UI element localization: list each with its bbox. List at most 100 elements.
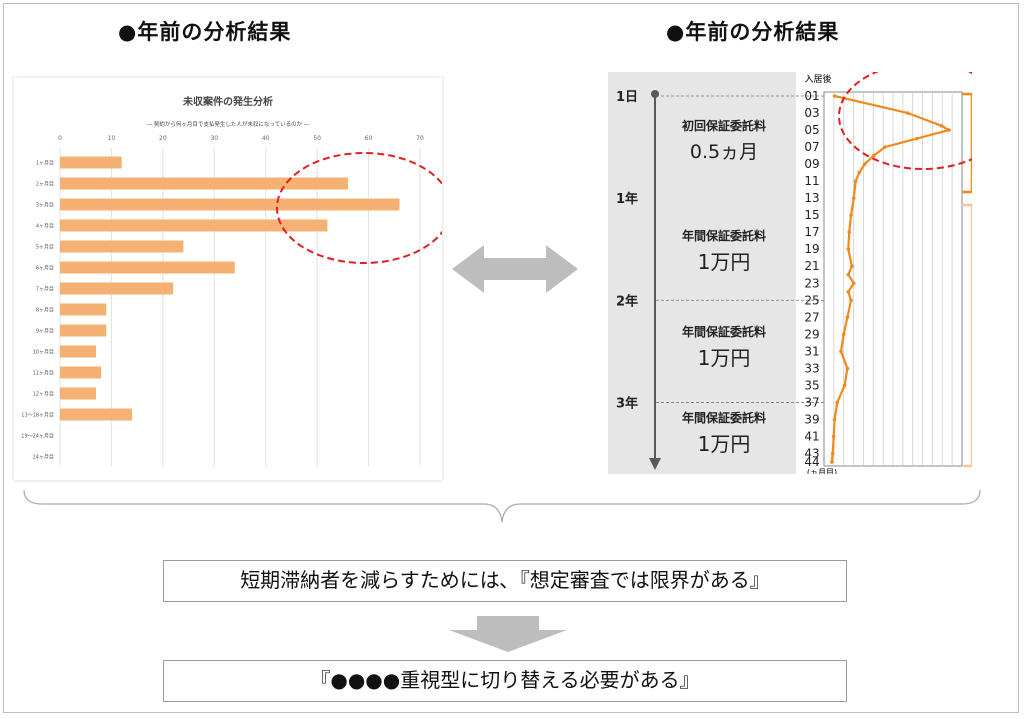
category-label: 2ヶ月目 bbox=[36, 182, 54, 188]
y-tick-label: 44 bbox=[804, 455, 819, 469]
data-point bbox=[841, 332, 846, 337]
x-tick-label: 60 bbox=[365, 135, 373, 142]
data-point bbox=[830, 451, 835, 456]
y-tick-label: 11 bbox=[804, 174, 819, 188]
fee-amount: 1万円 bbox=[698, 346, 751, 370]
data-point bbox=[849, 213, 853, 217]
right-heading: ●年前の分析結果 bbox=[666, 20, 840, 44]
y-tick-label: 41 bbox=[804, 429, 819, 443]
y-tick-label: 03 bbox=[804, 106, 819, 120]
data-point bbox=[849, 298, 853, 303]
data-point bbox=[947, 128, 951, 132]
y-tick-label: 37 bbox=[804, 395, 819, 409]
fee-amount: 1万円 bbox=[698, 250, 751, 274]
y-tick-label: 01 bbox=[804, 89, 819, 103]
bar bbox=[60, 345, 96, 358]
y-header: 入居後 bbox=[804, 73, 831, 85]
x-tick-label: 30 bbox=[210, 135, 218, 142]
timeline-label: 1日 bbox=[616, 90, 638, 105]
data-point bbox=[839, 349, 843, 354]
bracket-short-term bbox=[962, 92, 972, 194]
bar bbox=[60, 303, 107, 316]
y-tick-label: 31 bbox=[804, 344, 819, 358]
data-point bbox=[842, 383, 847, 388]
y-tick-label: 39 bbox=[804, 412, 819, 426]
y-tick-label: 05 bbox=[804, 123, 819, 137]
y-tick-label: 25 bbox=[804, 293, 819, 307]
data-point bbox=[846, 272, 851, 277]
bar bbox=[60, 219, 328, 232]
data-point bbox=[939, 123, 944, 128]
data-point bbox=[835, 400, 840, 405]
data-point bbox=[905, 111, 910, 115]
fee-amount: 1万円 bbox=[698, 432, 751, 456]
category-label: 9ヶ月目 bbox=[36, 329, 54, 335]
y-tick-label: 21 bbox=[804, 259, 819, 273]
category-label: 10ヶ月目 bbox=[33, 350, 54, 356]
timeline-label: 2年 bbox=[616, 293, 638, 309]
fee-name: 初回保証委託料 bbox=[682, 118, 766, 133]
data-point bbox=[832, 417, 837, 422]
fee-name: 年間保証委託料 bbox=[682, 410, 766, 425]
category-label: 8ヶ月目 bbox=[36, 308, 54, 314]
data-point bbox=[847, 230, 851, 234]
figure-frame bbox=[3, 3, 1019, 713]
bar-chart-subtitle: ― 契約から何ヶ月目で支払発生した人が未収になっているのか ― bbox=[147, 120, 310, 128]
bar bbox=[60, 156, 122, 169]
y-tick-label: 33 bbox=[804, 361, 819, 375]
y-tick-label: 07 bbox=[804, 140, 819, 154]
category-label: 24ヶ月目 bbox=[33, 455, 54, 461]
data-point bbox=[915, 136, 919, 141]
y-unit-label: (ヵ月目) bbox=[807, 468, 837, 474]
bar bbox=[60, 282, 174, 295]
category-label: 7ヶ月目 bbox=[36, 287, 54, 293]
double-arrow-icon bbox=[452, 245, 578, 293]
data-point bbox=[851, 281, 856, 286]
x-tick-label: 70 bbox=[416, 135, 424, 142]
timeline-arrow-icon bbox=[649, 458, 661, 470]
fee-name: 年間保証委託料 bbox=[682, 324, 766, 339]
fee-amount: 0.5ヵ月 bbox=[690, 141, 758, 163]
data-point bbox=[845, 366, 850, 371]
bar-chart-panel: 未収案件の発生分析 ― 契約から何ヶ月目で支払発生した人が未収になっているのか … bbox=[14, 78, 452, 480]
data-point bbox=[862, 162, 867, 166]
data-point bbox=[846, 247, 851, 252]
x-tick-label: 20 bbox=[159, 135, 167, 142]
category-label: 6ヶ月目 bbox=[36, 266, 54, 272]
x-tick-label: 10 bbox=[108, 135, 116, 142]
y-tick-label: 13 bbox=[804, 191, 819, 205]
result-box: 『●●●●重視型に切り替える必要がある』 bbox=[163, 660, 847, 702]
data-point bbox=[851, 196, 856, 200]
y-tick-label: 09 bbox=[804, 157, 819, 171]
y-tick-label: 27 bbox=[804, 310, 819, 324]
bar bbox=[60, 240, 184, 253]
bar bbox=[60, 408, 132, 421]
category-label: 12ヶ月目 bbox=[33, 392, 54, 398]
data-point bbox=[883, 145, 887, 149]
bracket-long-term bbox=[962, 203, 972, 468]
category-label: 19〜24ヶ月目 bbox=[21, 434, 54, 440]
timeline-label: 1年 bbox=[616, 191, 638, 207]
data-point bbox=[832, 94, 837, 98]
y-tick-label: 43 bbox=[804, 446, 819, 460]
x-tick-label: 50 bbox=[313, 135, 321, 142]
data-point bbox=[872, 153, 876, 158]
category-label: 3ヶ月目 bbox=[36, 203, 54, 209]
timeline-start-dot bbox=[651, 90, 659, 98]
bar bbox=[60, 198, 400, 211]
fee-name: 年間保証委託料 bbox=[682, 228, 766, 243]
x-tick-label: 0 bbox=[58, 135, 62, 142]
left-heading: ●年前の分析結果 bbox=[118, 20, 292, 44]
bar-chart: 未収案件の発生分析 ― 契約から何ヶ月目で支払発生した人が未収になっているのか … bbox=[21, 95, 452, 467]
y-tick-label: 35 bbox=[804, 378, 819, 392]
data-point bbox=[850, 264, 854, 269]
data-point bbox=[857, 170, 862, 175]
category-label: 11ヶ月目 bbox=[33, 371, 54, 377]
timeline-label: 3年 bbox=[616, 395, 638, 411]
bar bbox=[60, 177, 348, 190]
data-point bbox=[831, 434, 836, 439]
x-tick-label: 40 bbox=[262, 135, 270, 142]
y-tick-label: 15 bbox=[804, 208, 819, 222]
bar bbox=[60, 261, 235, 274]
